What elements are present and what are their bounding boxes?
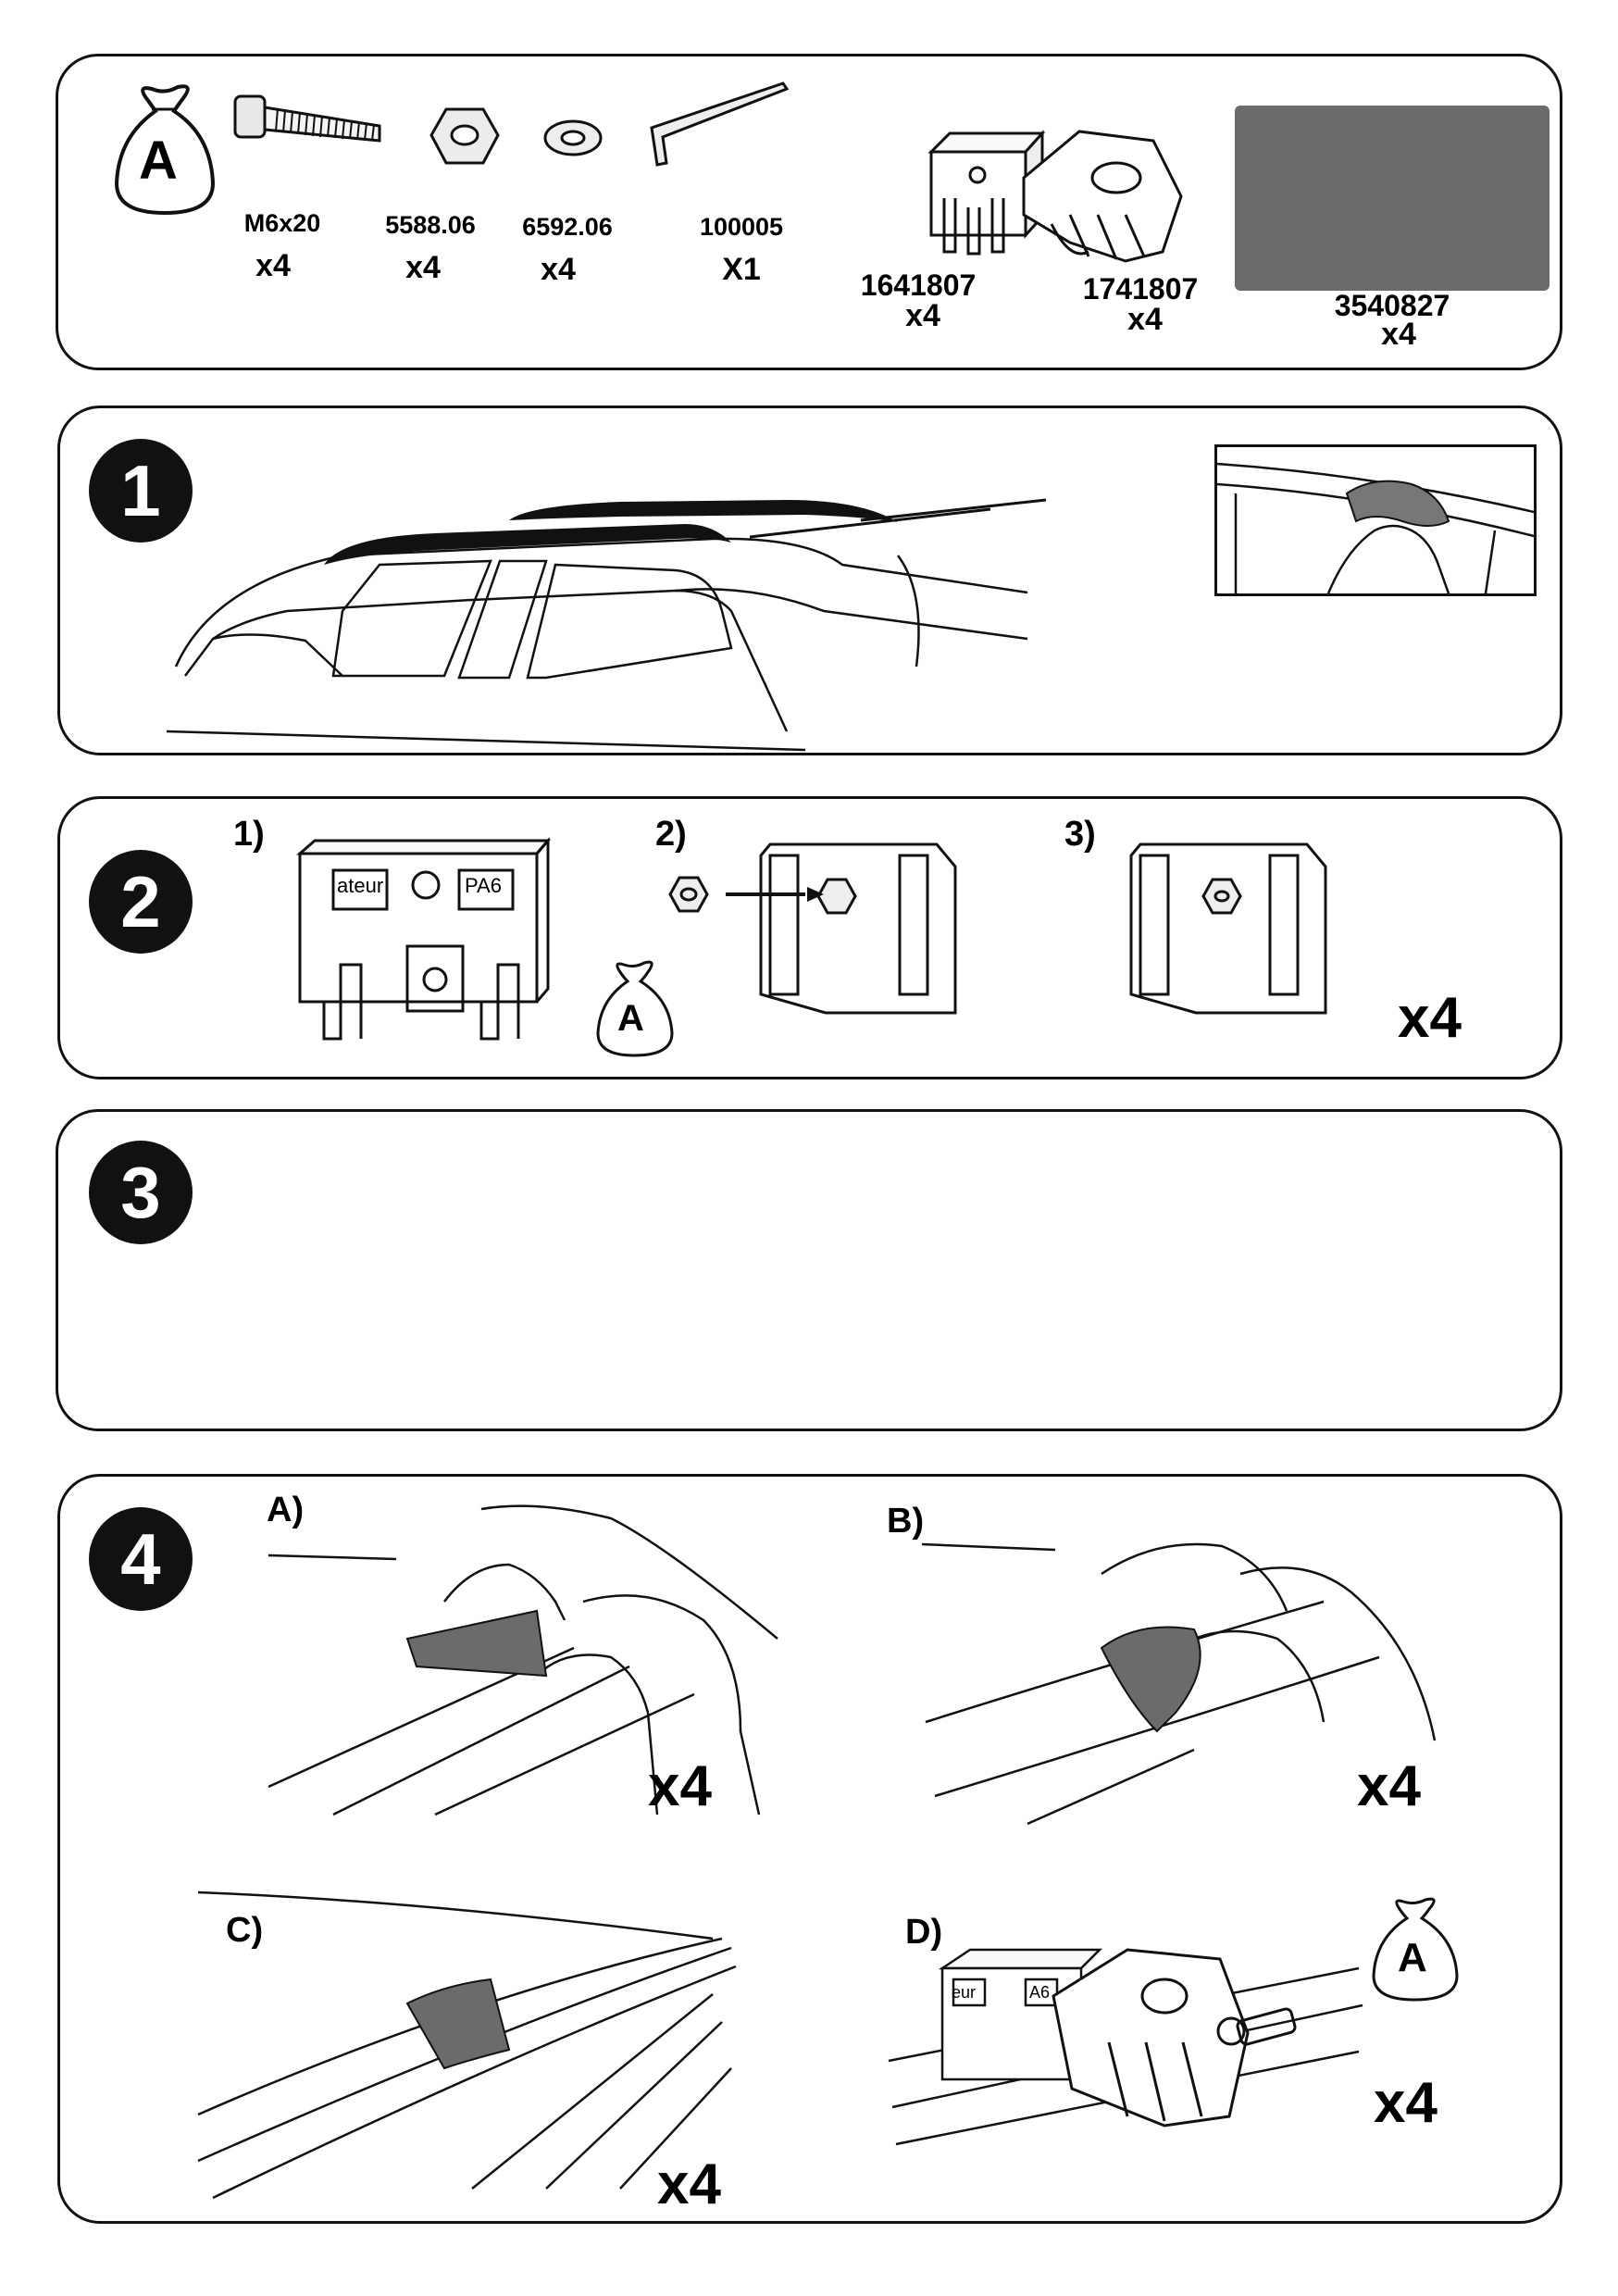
step-3-number: 3 (89, 1141, 193, 1244)
adapter-text-2: PA6 (465, 874, 502, 897)
foot-text-1: eur (952, 1983, 977, 2002)
step-4d-qty: x4 (1374, 2071, 1438, 2135)
part-qty-adapter: x4 (905, 298, 940, 333)
bag-icon-step2 (596, 960, 674, 1057)
nut-insert-illustration (668, 842, 957, 1015)
step-1-panel (57, 406, 1562, 755)
washer-icon (543, 119, 603, 156)
foot-text-2: A6 (1029, 1983, 1051, 2002)
part-qty-clamp: x4 (1127, 302, 1163, 337)
part-code-clamp: 1741807 (1082, 272, 1199, 306)
step-1-number: 1 (89, 439, 193, 543)
peel-pad-illustration (268, 1504, 778, 1816)
adapter-block-icon (927, 130, 1046, 256)
part-code-adapter: 1641807 (860, 268, 977, 302)
part-code-bolt: M6x20 (243, 209, 321, 237)
part-qty-washer: x4 (541, 252, 576, 287)
part-code-washer: 6592.06 (522, 213, 613, 241)
cleaning-inset (1214, 444, 1537, 596)
step-4a-qty: x4 (648, 1754, 712, 1818)
rubber-pad-swatch (1235, 106, 1550, 291)
step-4b-qty: x4 (1357, 1754, 1421, 1818)
adapter-front-illustration (296, 836, 552, 1041)
foot-on-rail-illustration (888, 1948, 1363, 2146)
part-code-hex-key: 100005 (699, 213, 784, 241)
step-4-sub-b: B) (887, 1502, 925, 1541)
step-2-sub-3: 3) (1064, 815, 1096, 854)
bag-letter: A (139, 131, 178, 191)
bag-letter-step2: A (617, 998, 644, 1039)
part-code-pad: 3540827 (1334, 289, 1450, 322)
step-4-sub-c: C) (226, 1911, 264, 1950)
hardware-bag-icon (114, 84, 216, 216)
part-qty-nut: x4 (405, 250, 441, 285)
hex-key-icon (650, 81, 790, 167)
bag-letter-step4: A (1398, 1935, 1427, 1980)
step-2-qty: x4 (1398, 986, 1462, 1050)
bolt-icon (233, 94, 381, 143)
clamp-icon (1022, 130, 1183, 263)
step-4-panel (57, 1474, 1562, 2224)
part-qty-bolt: x4 (255, 248, 291, 283)
step-3-panel (56, 1109, 1562, 1431)
part-qty-pad: x4 (1381, 317, 1416, 352)
adapter-text-1: ateur (337, 874, 384, 897)
nut-icon (429, 107, 500, 165)
step-2-sub-1: 1) (233, 815, 265, 854)
cleaning-hand-illustration (1217, 462, 1534, 593)
part-qty-hex-key: X1 (722, 252, 761, 287)
step-4-sub-d: D) (905, 1913, 943, 1952)
step-2-sub-2: 2) (655, 815, 687, 854)
adapter-with-nut-illustration (1129, 842, 1327, 1015)
apply-pad-illustration (921, 1542, 1437, 1826)
step-4c-qty: x4 (657, 2152, 721, 2216)
step-4-number: 4 (89, 1507, 193, 1611)
part-code-nut: 5588.06 (385, 211, 476, 239)
pad-on-rail-illustration (197, 1890, 737, 2200)
step-2-number: 2 (89, 850, 193, 954)
bag-icon-step4 (1372, 1897, 1459, 2002)
car-roof-illustration (166, 498, 1047, 752)
step-4-sub-a: A) (267, 1491, 305, 1529)
